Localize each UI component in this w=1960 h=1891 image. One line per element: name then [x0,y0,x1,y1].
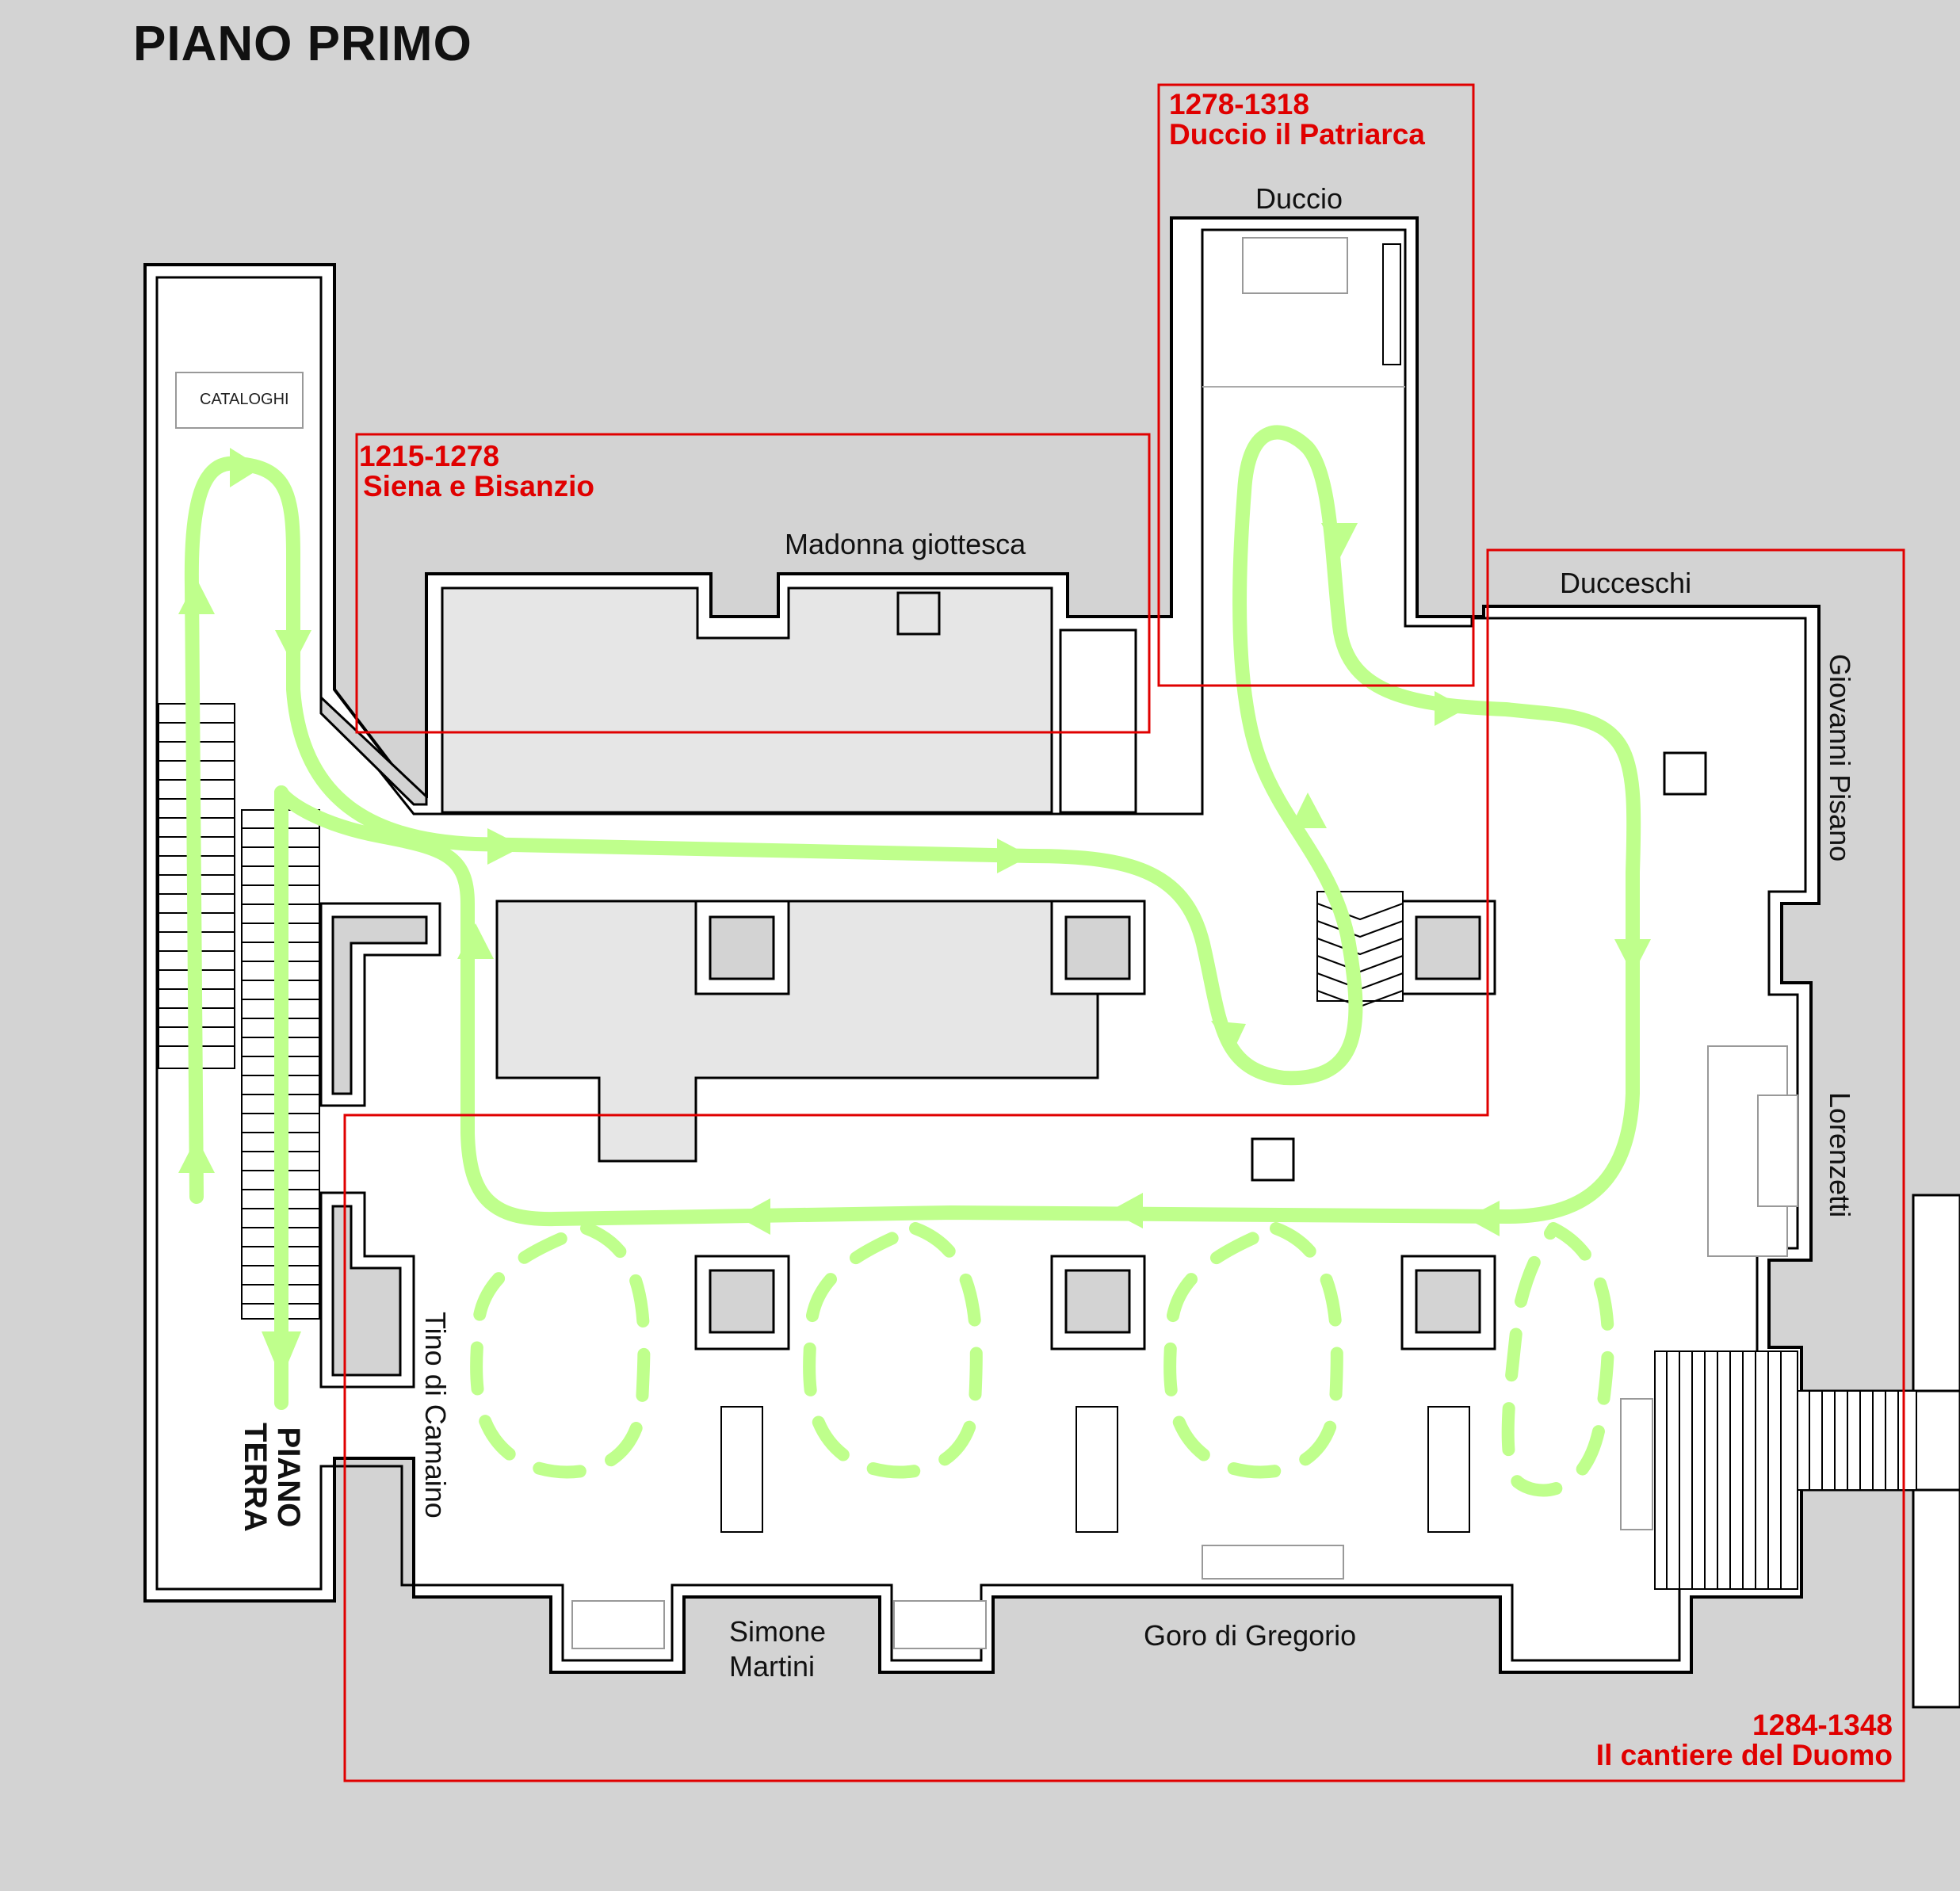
section-2-years: 1278-1318 [1169,88,1309,120]
stair-step-chevron [1316,920,1404,938]
room-goro-di-gregorio: Goro di Gregorio [1144,1619,1357,1652]
section-3-years: 1284-1348 [1752,1709,1893,1741]
stairs-label-line2: TERRA [238,1423,273,1532]
section-3-header: 1284-1348 Il cantiere del Duomo [1593,1710,1893,1771]
section-2-header: 1278-1318 Duccio il Patriarca [1169,90,1425,150]
vitrines [175,237,1798,1649]
room-madonna-giottesca: Madonna giottesca [785,528,1026,560]
stair-step-chevron [1316,938,1404,956]
section-3-name: Il cantiere del Duomo [1595,1739,1893,1771]
section-2-name: Duccio il Patriarca [1169,118,1425,151]
pillars [694,591,1707,1350]
stairs-to-ground-floor-label[interactable]: PIANO TERRA [238,1423,306,1532]
room-lorenzetti: Lorenzetti [1824,1092,1856,1218]
stair-step-chevron [1316,903,1404,921]
room-tino-di-camaino: Tino di Camaino [419,1312,452,1519]
section-boundaries [343,83,1905,1782]
exhibit-blocks [319,586,1137,1163]
room-giovanni-pisano: Giovanni Pisano [1824,654,1856,862]
section-1-header: 1215-1278 Siena e Bisanzio [359,441,594,502]
path-arrows [178,448,1651,1379]
section-1-name: Siena e Bisanzio [363,470,594,502]
stairs-label-line1: PIANO [271,1427,306,1528]
room-ducceschi: Ducceschi [1560,567,1692,599]
floor-title: PIANO PRIMO [133,17,472,71]
section-1-years: 1215-1278 [359,440,499,472]
visitor-path-main [184,425,1641,1410]
visitor-path-loops [470,1222,1614,1497]
catalog-label: CATALOGHI [200,391,289,408]
room-duccio: Duccio [1255,182,1343,215]
room-simone-martini-line1: Simone [729,1615,827,1648]
room-simone-martini-line2: Martini [729,1650,816,1683]
